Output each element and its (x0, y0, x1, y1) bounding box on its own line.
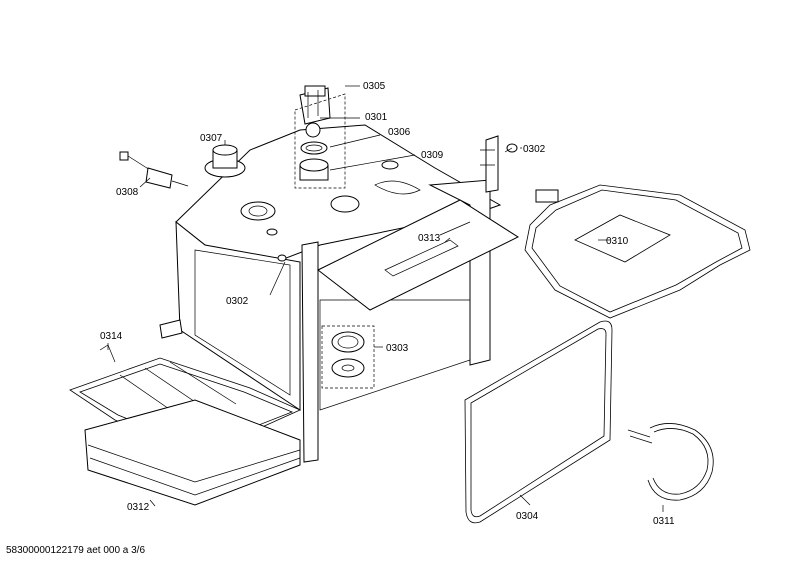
label-0312: 0312 (127, 502, 150, 513)
part-0308-sensor (119, 151, 189, 189)
label-0310: 0310 (606, 236, 629, 247)
part-0302-screw-left (277, 254, 287, 262)
label-0311: 0311 (653, 516, 675, 527)
part-0310-grill-element (524, 184, 751, 319)
part-0303-fan-wheel (331, 331, 365, 378)
part-0301-ball (305, 122, 321, 138)
part-0305-fan-motor (299, 85, 331, 125)
label-0303: 0303 (386, 343, 409, 354)
group-bracket-0303 (321, 325, 375, 389)
document-footer: 58300000122179 aet 000 a 3/6 (6, 545, 146, 556)
label-0309: 0309 (421, 150, 444, 161)
part-0311-ring-element (627, 423, 714, 501)
label-0302-right: 0302 (523, 144, 546, 155)
label-0306: 0306 (388, 127, 411, 138)
label-0307: 0307 (200, 133, 223, 144)
part-0307-lamp-holder (204, 144, 246, 178)
label-0304: 0304 (516, 511, 539, 522)
oven-cavity (175, 124, 502, 463)
part-0314-bottom-element (69, 319, 301, 456)
leader-lines (107, 85, 664, 512)
group-bracket-0305 (294, 93, 346, 189)
part-0309-base (299, 158, 329, 181)
part-0302-screw-right (504, 143, 518, 153)
part-0306-ring (300, 141, 328, 155)
part-0312-insulation (84, 399, 301, 506)
label-0301: 0301 (365, 112, 388, 123)
part-0313-cover-plate (317, 199, 520, 311)
label-0305: 0305 (363, 81, 386, 92)
label-0302-left: 0302 (226, 296, 249, 307)
label-0308: 0308 (116, 187, 139, 198)
label-0314: 0314 (100, 331, 123, 342)
label-0313: 0313 (418, 233, 441, 244)
part-0304-door-seal (464, 320, 613, 524)
